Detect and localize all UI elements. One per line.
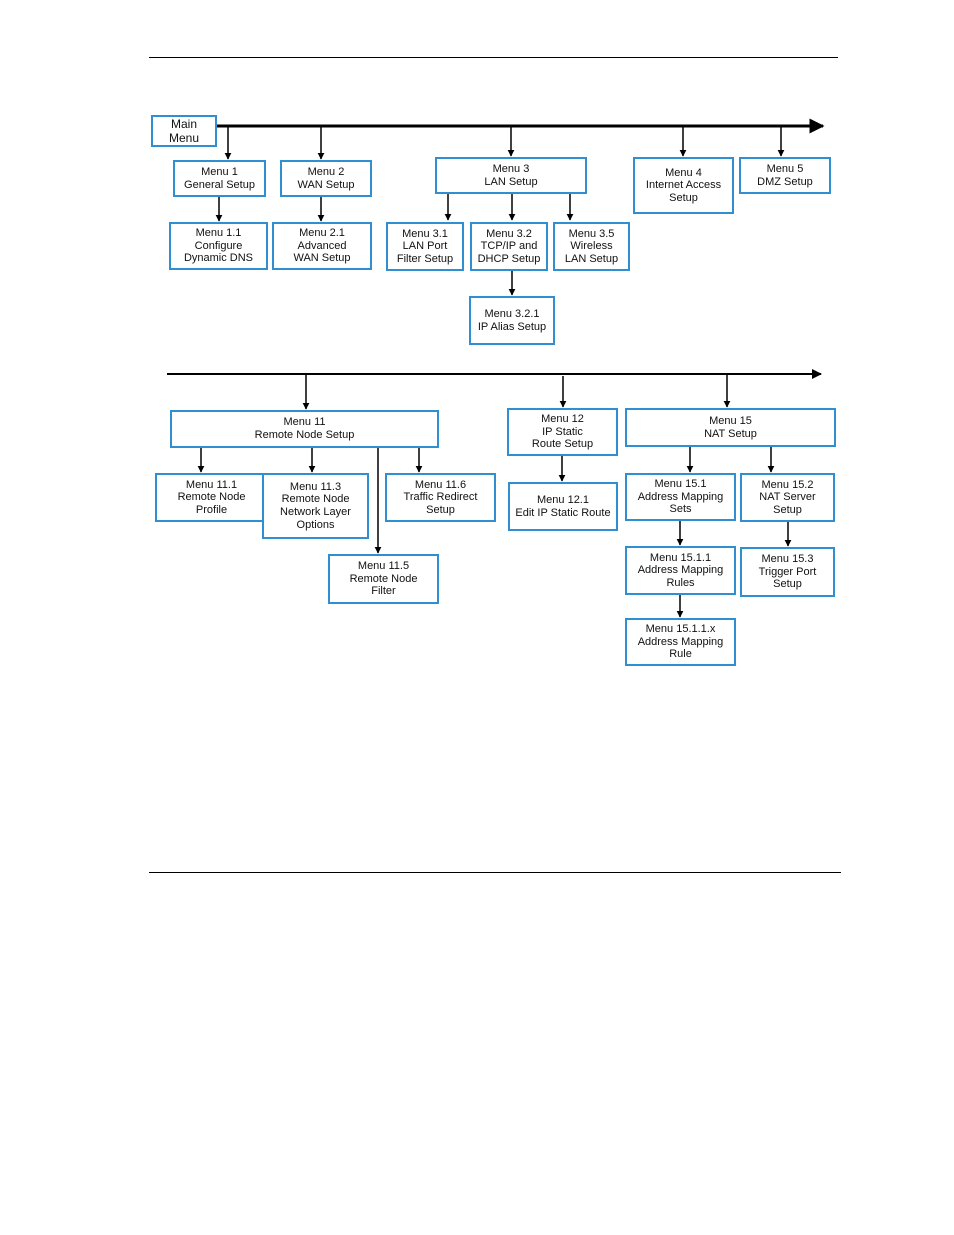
menu-11-6-label-line: Setup [426, 503, 455, 516]
menu-11-1-label-line: Remote Node [177, 491, 246, 504]
menu-15-1-label-line: Menu 15.1 [654, 478, 707, 491]
menu-11-3-label-line: Menu 11.3 [289, 480, 342, 493]
menu-15-label-line: NAT Setup [704, 427, 757, 440]
menu-12-label-line: Route Setup [531, 438, 594, 451]
main-menu-label-line: Menu [168, 131, 200, 145]
menu-11-1-label-line: Menu 11.1 [185, 478, 238, 491]
menu-12-1-label-line: Menu 12.1 [537, 493, 589, 506]
menu-15-1-label-line: Sets [669, 503, 692, 516]
menu-3-2-1-label-line: IP Alias Setup [477, 320, 547, 333]
menu-2-1-label-line: Menu 2.1 [299, 227, 345, 240]
menu-3-label-line: LAN Setup [484, 175, 538, 188]
menu-2-1-label-line: Advanced [297, 239, 347, 252]
menu-3-5-label-line: LAN Setup [564, 252, 619, 265]
menu-12-1-label-line: Edit IP Static Route [515, 506, 611, 519]
menu-1-1-label-line: Configure [194, 239, 243, 252]
menu-15-3-label-line: Setup [773, 578, 802, 591]
menu-2-1-label-line: WAN Setup [293, 252, 351, 265]
menu-3-2-label-line: DHCP Setup [477, 252, 541, 265]
menu-15-1-1-label-line: Address Mapping [637, 564, 724, 577]
menu-3-2-label-line: TCP/IP and [480, 240, 538, 253]
menu-12-label-line: Menu 12 [541, 413, 584, 426]
menu-3-1-label-line: LAN Port [402, 240, 448, 253]
menu-15-label-line: Menu 15 [709, 414, 752, 427]
menu-4-label-line: Menu 4 [665, 166, 702, 179]
menu-3-5-label-line: Wireless [570, 240, 613, 253]
menu-11-5-label-line: Remote Node [349, 572, 418, 585]
menu-15-1-1-x-label-line: Address Mapping [637, 635, 724, 648]
menu-11-1-label-line: Profile [195, 503, 228, 516]
menu-12-label-line: IP Static [542, 425, 583, 438]
menu-3-5-label-line: Menu 3.5 [568, 227, 615, 240]
main-menu-label-line: Main [170, 117, 197, 131]
menu-15-2-label-line: Menu 15.2 [761, 478, 814, 491]
menu-15-2-label-line: NAT Server [759, 491, 816, 504]
menu-11-5-label-line: Filter [371, 585, 396, 598]
menu-3-2-label-line: Menu 3.2 [486, 227, 532, 240]
menu-11-5-label-line: Menu 11.5 [357, 560, 410, 573]
menu-11-6-label-line: Menu 11.6 [414, 478, 467, 491]
menu-15-1-1-x-label-line: Menu 15.1.1.x [645, 623, 716, 636]
menu-3-2-1-label-line: Menu 3.2.1 [484, 307, 540, 320]
footer-rule [149, 872, 841, 873]
menu-2-label-line: Menu 2 [307, 165, 345, 178]
menu-4-label-line: Setup [669, 191, 698, 204]
menu-5-label-line: Menu 5 [766, 162, 804, 175]
menu-15-2-label-line: Setup [773, 503, 802, 516]
menu-1-label-line: Menu 1 [201, 165, 238, 178]
menu-11-3-label-line: Options [296, 518, 335, 531]
menu-15-1-label-line: Address Mapping [637, 490, 724, 503]
header-rule [149, 57, 838, 58]
menu-11-label-line: Menu 11 [283, 416, 326, 429]
menu-15-1-1-label-line: Menu 15.1.1 [649, 551, 712, 564]
menu-1-1-label-line: Menu 1.1 [195, 227, 242, 240]
menu-3-1-label-line: Filter Setup [396, 252, 454, 265]
menu-5-label-line: DMZ Setup [757, 175, 813, 188]
menu-11-label-line: Remote Node Setup [254, 429, 355, 441]
menu-4-label-line: Internet Access [645, 179, 722, 192]
menu-11-3-label-line: Remote Node [281, 493, 350, 506]
menu-15-1-1-x-label-line: Rule [669, 648, 692, 661]
menu-3-label-line: Menu 3 [492, 162, 530, 175]
menu-15-3-label-line: Menu 15.3 [761, 553, 814, 566]
menu-15-1-1-label-line: Rules [666, 576, 695, 589]
menu-2-label-line: WAN Setup [297, 178, 355, 191]
menu-1-label-line: General Setup [184, 178, 255, 191]
menu-1-1-label-line: Dynamic DNS [183, 252, 254, 265]
menu-15-3-label-line: Trigger Port [758, 565, 817, 578]
menu-3-1-label-line: Menu 3.1 [402, 227, 448, 240]
menu-11-3-label-line: Network Layer [280, 506, 351, 518]
menu-11-6-label-line: Traffic Redirect [403, 491, 478, 504]
